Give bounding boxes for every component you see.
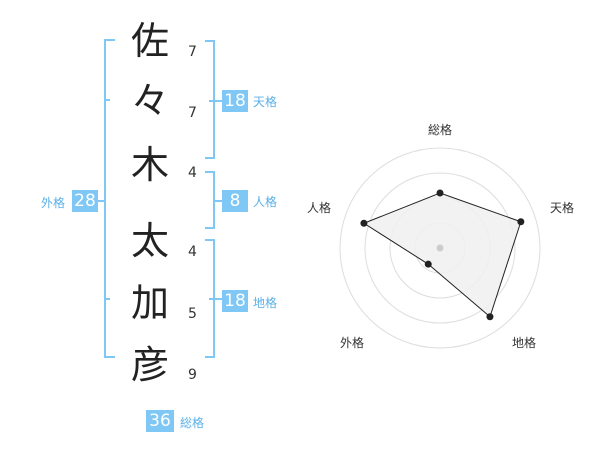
name-char-6: 彦 — [130, 343, 169, 387]
stroke-count-6: 9 — [188, 367, 197, 383]
radar-axis-label-tenkaku: 天格 — [550, 201, 575, 215]
radar-point-4 — [424, 260, 432, 268]
stroke-count-1: 7 — [188, 44, 197, 60]
jinkaku-value: 8 — [222, 190, 248, 212]
name-char-5: 加 — [130, 281, 169, 325]
tenkaku-value: 18 — [222, 90, 248, 112]
tenkaku-label: 天格 — [253, 95, 278, 109]
tenkaku-bracket — [205, 40, 215, 159]
radar-point-3 — [486, 313, 494, 321]
gaikaku-label: 外格 — [41, 196, 66, 210]
soukaku-value: 36 — [146, 410, 174, 432]
stroke-count-3: 4 — [188, 165, 197, 181]
gaikaku-bracket — [104, 39, 115, 358]
radar-axis-label-gaikaku: 外格 — [340, 336, 365, 350]
stroke-count-5: 5 — [188, 306, 197, 322]
name-char-1: 佐 — [130, 19, 169, 63]
jinkaku-label: 人格 — [253, 195, 278, 209]
radar-point-2 — [517, 218, 525, 226]
radar-ring — [364, 172, 516, 324]
gaikaku-value: 28 — [72, 190, 98, 212]
name-char-3: 木 — [130, 143, 169, 187]
radar-ring — [339, 147, 541, 349]
name-char-2: 々 — [130, 79, 169, 123]
soukaku-label: 総格 — [180, 416, 205, 430]
radar-series-polygon — [362, 192, 522, 318]
chikaku-value: 18 — [222, 290, 248, 312]
radar-axis-label-chikaku: 地格 — [512, 336, 537, 350]
radar-point-5 — [360, 219, 368, 227]
stroke-count-2: 7 — [188, 105, 197, 121]
radar-axis-label-soukaku: 総格 — [428, 123, 453, 137]
chikaku-label: 地格 — [253, 296, 278, 310]
radar-center-dot — [436, 244, 444, 252]
radar-point-1 — [436, 189, 444, 197]
name-char-4: 太 — [130, 219, 169, 263]
radar-axis-label-jinkaku: 人格 — [307, 201, 332, 215]
stroke-count-4: 4 — [188, 244, 197, 260]
